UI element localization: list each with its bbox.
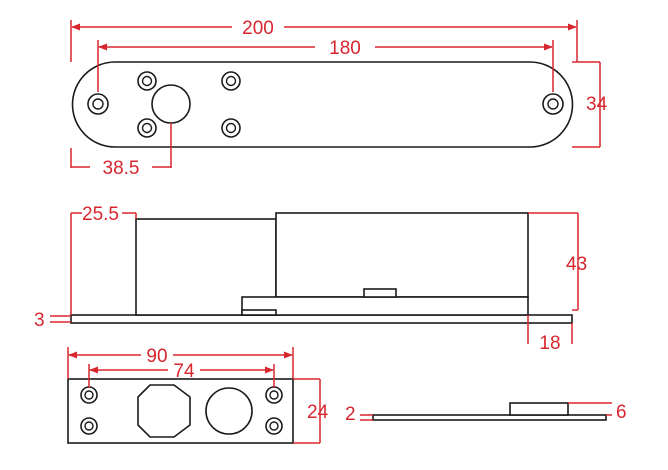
strike-opening-right xyxy=(205,387,253,435)
motor-housing xyxy=(275,212,529,298)
bolt-pin xyxy=(151,84,191,124)
dim-body-height: 43 xyxy=(566,254,587,275)
left-housing xyxy=(135,218,277,316)
dim-height: 34 xyxy=(586,94,608,115)
top-view: 200 180 34 38.5 xyxy=(70,18,608,179)
base-plate xyxy=(70,314,573,324)
strike-side-view: 2 6 xyxy=(345,402,627,425)
bolt-hole-left-inner xyxy=(92,98,104,110)
bolt-body-outline xyxy=(71,61,574,148)
dim-plate-thickness: 3 xyxy=(34,310,45,331)
bolt-hole-left xyxy=(87,93,109,115)
strike-side-plate xyxy=(372,414,607,421)
dim-bolt-offset: 38.5 xyxy=(103,158,140,179)
bolt-hole-right-inner xyxy=(547,98,559,110)
dim-strike-hole-spacing: 74 xyxy=(173,361,195,382)
bolt-rail xyxy=(241,296,529,316)
dim-strike-block-height: 6 xyxy=(616,402,627,423)
dim-strike-width: 90 xyxy=(146,346,167,367)
strike-screw-holes xyxy=(80,386,283,435)
dim-overall-length: 200 xyxy=(242,18,274,39)
bolt-hole-right xyxy=(542,93,564,115)
side-view: 25.5 43 3 18 xyxy=(34,204,587,354)
screw-holes xyxy=(137,71,241,138)
dim-housing-offset: 25.5 xyxy=(82,204,119,225)
dim-strike-height: 24 xyxy=(307,402,329,423)
dim-hole-spacing: 180 xyxy=(329,38,361,59)
strike-plate-view: 90 74 24 xyxy=(67,346,329,444)
rail-tab xyxy=(363,288,397,298)
dim-strike-thickness: 2 xyxy=(345,404,356,425)
plate-tab xyxy=(241,309,277,316)
strike-opening-left xyxy=(137,384,191,438)
strike-side-block xyxy=(509,402,569,416)
dim-bolt-projection: 18 xyxy=(539,333,560,354)
